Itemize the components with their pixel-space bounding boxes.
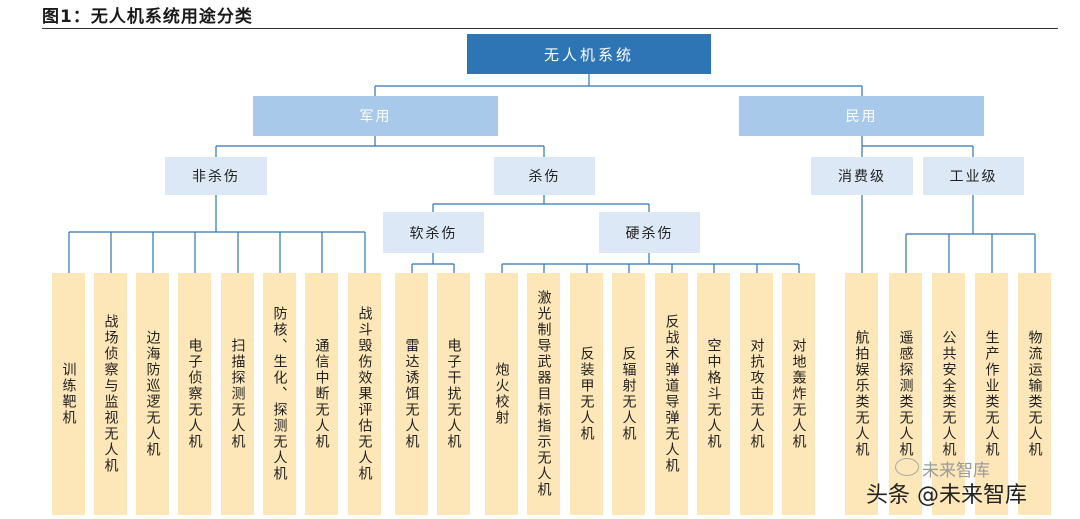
civil-node: 民用 — [739, 96, 984, 136]
leaf-node: 训练靶机 — [52, 273, 85, 515]
root-node: 无人机系统 — [467, 34, 711, 74]
leaf-node: 生产作业类无人机 — [975, 273, 1008, 515]
leaf-node: 防核、生化、探测无人机 — [263, 273, 296, 515]
leaf-node: 反战术弹道导弹无人机 — [655, 273, 688, 515]
title-divider — [42, 28, 1058, 29]
leaf-node: 空中格斗无人机 — [697, 273, 730, 515]
leaf-node: 激光制导武器目标指示无人机 — [527, 273, 560, 515]
leaf-node: 炮火校射 — [485, 273, 518, 515]
leaf-node: 对抗攻击无人机 — [740, 273, 773, 515]
leaf-node: 反辐射无人机 — [612, 273, 645, 515]
leaf-node: 电子侦察无人机 — [178, 273, 211, 515]
hard-kill-node: 硬杀伤 — [599, 212, 700, 253]
non-lethal-node: 非杀伤 — [165, 157, 267, 195]
watermark-ghost: 未来智库 — [922, 461, 990, 481]
consumer-node: 消费级 — [811, 157, 913, 195]
leaf-node: 战斗毁伤效果评估无人机 — [348, 273, 381, 515]
leaf-node: 通信中断无人机 — [305, 273, 338, 515]
leaf-node: 反装甲无人机 — [570, 273, 603, 515]
military-node: 军用 — [253, 96, 498, 136]
leaf-node: 对地轰炸无人机 — [782, 273, 815, 515]
leaf-node: 物流运输类无人机 — [1018, 273, 1051, 515]
industrial-node: 工业级 — [923, 157, 1024, 195]
soft-kill-node: 软杀伤 — [383, 212, 484, 253]
leaf-node: 航拍娱乐类无人机 — [845, 273, 878, 515]
leaf-node: 战场侦察与监视无人机 — [94, 273, 127, 515]
leaf-node: 边海防巡逻无人机 — [136, 273, 169, 515]
wechat-icon — [895, 458, 919, 476]
figure-title: 图1：无人机系统用途分类 — [42, 7, 253, 27]
lethal-node: 杀伤 — [494, 157, 595, 195]
watermark: 头条 @未来智库 — [866, 483, 1027, 508]
leaf-node: 雷达诱饵无人机 — [395, 273, 428, 515]
leaf-node: 电子干扰无人机 — [437, 273, 470, 515]
leaf-node: 扫描探测无人机 — [221, 273, 254, 515]
leaf-node: 公共安全类无人机 — [932, 273, 965, 515]
